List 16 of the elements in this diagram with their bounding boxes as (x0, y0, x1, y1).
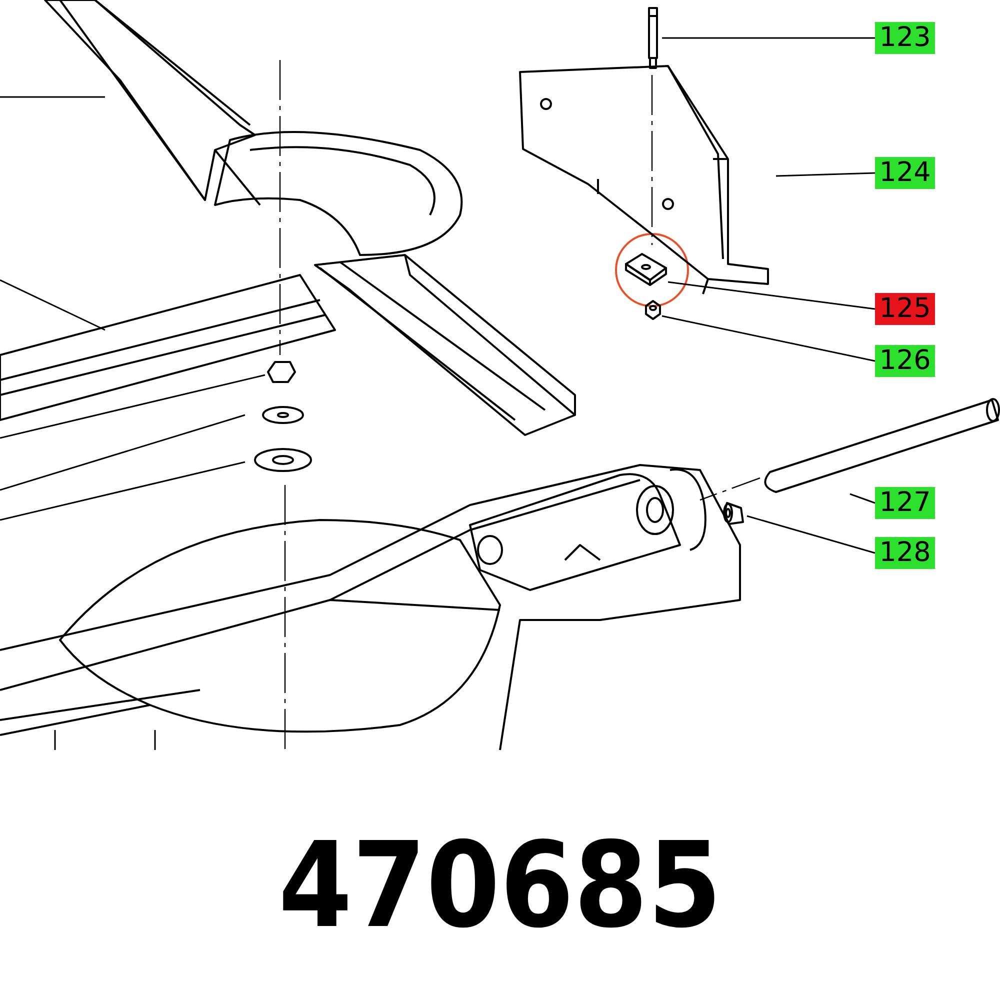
callout-number: 128 (875, 537, 935, 569)
leader-line (662, 37, 875, 39)
callout-number: 127 (875, 487, 935, 519)
leader-line (662, 315, 876, 362)
callout-number: 123 (875, 22, 935, 54)
callout-number: 126 (875, 345, 935, 377)
bushing-drawing (721, 500, 747, 526)
nut-drawing (644, 300, 662, 320)
leader-line (668, 281, 876, 310)
callout-number: 125 (875, 293, 935, 325)
leader-line (746, 515, 876, 554)
callout-number: 124 (875, 157, 935, 189)
part-number: 470685 (277, 820, 723, 950)
leader-line (776, 172, 876, 177)
square-plate-drawing (624, 250, 668, 286)
leader-line (850, 493, 876, 504)
